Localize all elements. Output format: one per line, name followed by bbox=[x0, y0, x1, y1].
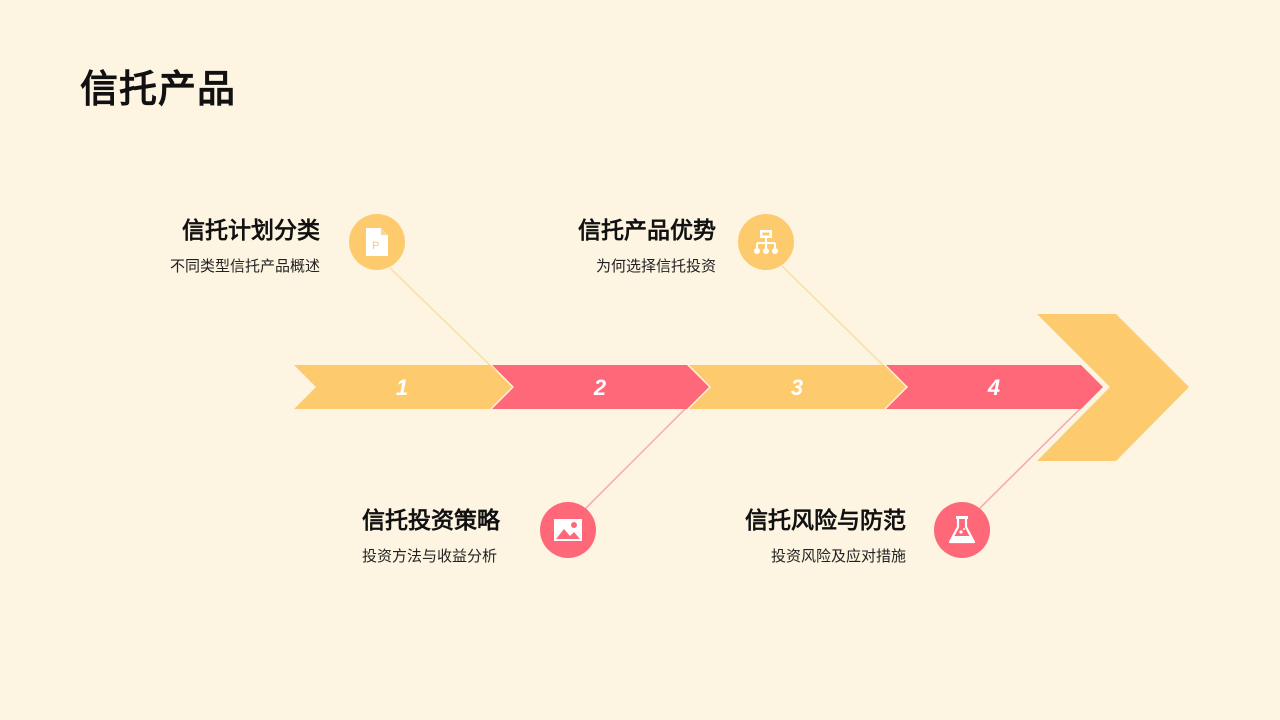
arrow-segment-1 bbox=[294, 365, 512, 409]
step-3-text: 信托产品优势 为何选择信托投资 bbox=[356, 216, 716, 276]
step-3-subtitle: 为何选择信托投资 bbox=[595, 257, 716, 275]
hierarchy-icon bbox=[754, 230, 778, 254]
connector-line-3 bbox=[781, 265, 890, 372]
step-1-heading: 信托计划分类 bbox=[182, 218, 320, 244]
arrow-head bbox=[1037, 314, 1189, 461]
step-4-text: 信托风险与防范 投资风险及应对措施 bbox=[546, 506, 906, 566]
connector-line-1 bbox=[389, 267, 497, 372]
svg-text:P: P bbox=[372, 240, 379, 252]
page-title: 信托产品 bbox=[80, 67, 237, 111]
document-icon: P bbox=[366, 228, 388, 256]
step-2-text: 信托投资策略 投资方法与收益分析 bbox=[362, 506, 722, 566]
step-3-heading: 信托产品优势 bbox=[578, 218, 716, 244]
image-icon bbox=[554, 519, 582, 541]
step-3-icon-circle bbox=[738, 214, 794, 270]
step-1-subtitle: 不同类型信托产品概述 bbox=[169, 257, 320, 275]
step-number-1: 1 bbox=[396, 375, 408, 400]
connector-line-2 bbox=[582, 399, 695, 512]
connector-line-4 bbox=[976, 399, 1090, 512]
step-number-3: 3 bbox=[791, 375, 803, 400]
step-4-heading: 信托风险与防范 bbox=[745, 508, 906, 534]
step-2-heading: 信托投资策略 bbox=[362, 508, 500, 534]
step-number-2: 2 bbox=[593, 375, 607, 400]
step-2-subtitle: 投资方法与收益分析 bbox=[362, 547, 498, 565]
step-number-4: 4 bbox=[987, 375, 1000, 400]
flask-icon bbox=[948, 516, 976, 544]
step-2-icon-circle bbox=[540, 502, 596, 558]
step-4-icon-circle bbox=[934, 502, 990, 558]
step-1-text: 信托计划分类 不同类型信托产品概述 bbox=[0, 216, 320, 276]
arrow-segment-3 bbox=[689, 365, 906, 409]
arrow-segment-4 bbox=[886, 365, 1103, 409]
arrow-segment-2 bbox=[492, 365, 709, 409]
step-4-subtitle: 投资风险及应对措施 bbox=[770, 547, 906, 565]
step-1-icon-circle: P bbox=[349, 214, 405, 270]
